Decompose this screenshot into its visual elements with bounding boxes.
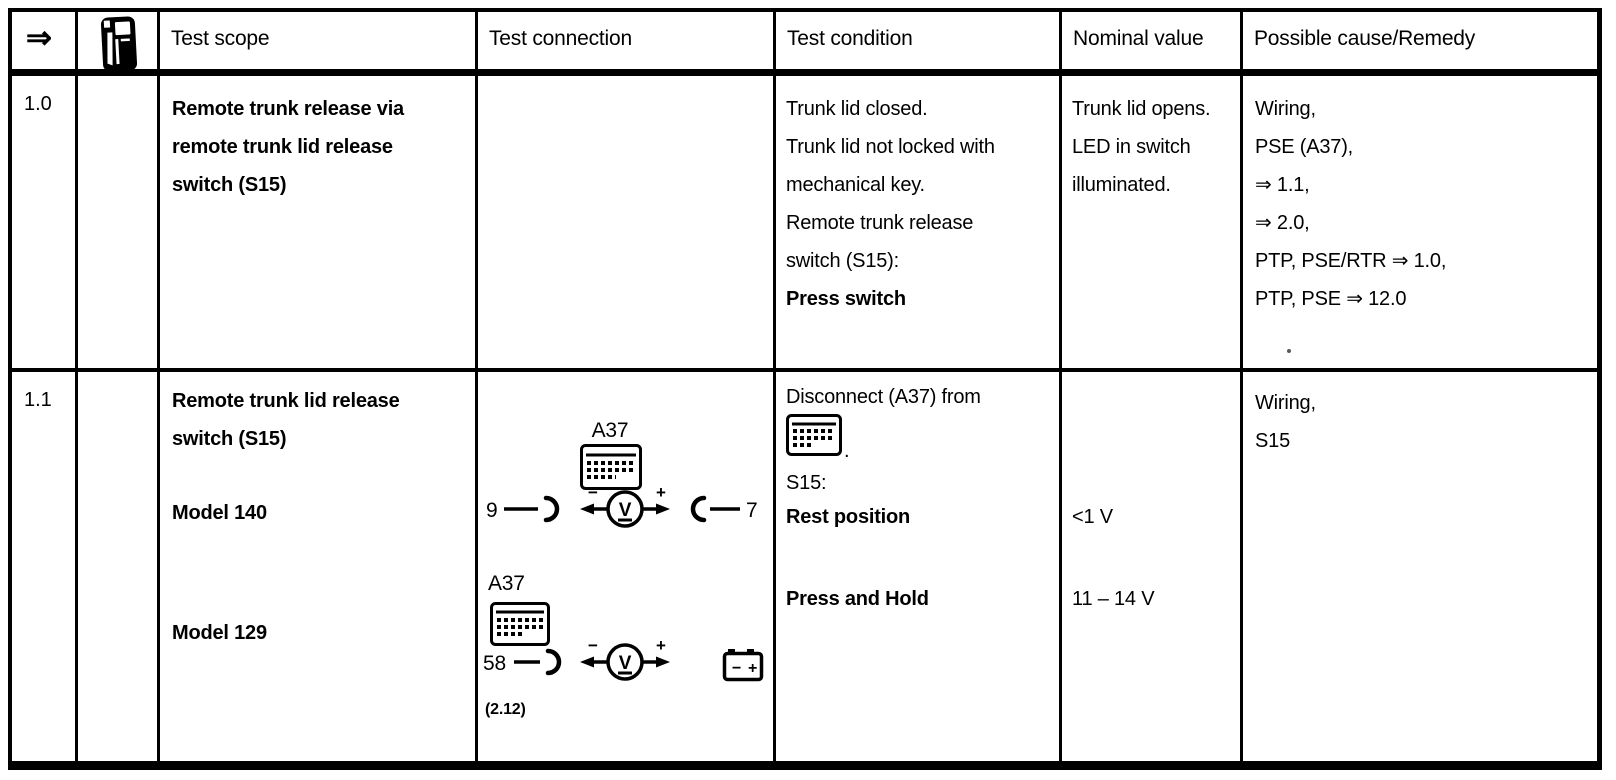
meter-plus-sign: + (656, 636, 666, 655)
socket-icon (543, 495, 560, 523)
voltmeter-icon: − V + (580, 483, 670, 528)
row-1-0-id-cell: 1.0 (12, 76, 78, 372)
meter-letter: V (619, 653, 632, 674)
row-1-1-test-condition: Disconnect (A37) from . S15: Rest positi… (776, 372, 1062, 761)
condition-line: switch (S15): (786, 250, 899, 272)
scope-line: Remote trunk release via (172, 98, 404, 120)
condition-line: Disconnect (A37) from (786, 386, 981, 408)
row-1-1-id-cell: 1.1 (12, 372, 78, 761)
remedy-line: Wiring, (1255, 392, 1316, 414)
row-1-1-nominal-value: <1 V 11 – 14 V (1062, 372, 1243, 761)
remedy-line: Wiring, (1255, 98, 1316, 120)
nominal-line: Trunk lid opens. (1072, 98, 1211, 120)
nominal-line: illuminated. (1072, 174, 1171, 196)
condition-line: S15: (786, 472, 827, 494)
scope-line: switch (S15) (172, 428, 287, 450)
row-1-0-test-scope: Remote trunk release via remote trunk li… (160, 76, 478, 372)
goto-arrow-icon: ⇒ (26, 20, 52, 55)
row-1-1-test-scope: Remote trunk lid release switch (S15) Mo… (160, 372, 478, 761)
condition-line: mechanical key. (786, 174, 925, 196)
pin-number-right: 7 (746, 499, 757, 522)
connector-label: A37 (592, 419, 629, 442)
model-129-label: Model 129 (172, 622, 267, 644)
header-test-condition: Test condition (776, 12, 1062, 76)
remedy-line: S15 (1255, 430, 1290, 452)
condition-action: Press switch (786, 288, 906, 310)
scan-artifact-dot (1287, 349, 1291, 353)
meter-minus-sign: − (588, 636, 598, 655)
header-test-connection: Test connection (478, 12, 776, 76)
header-possible-cause: Possible cause/Remedy (1243, 12, 1597, 76)
scope-line: remote trunk lid release (172, 136, 393, 158)
wiring-diagram-reference: (2.12) (485, 701, 526, 718)
battery-plus-sign: + (748, 660, 757, 677)
battery-minus-sign: − (732, 660, 741, 677)
header-goto-cell: ⇒ (12, 12, 78, 76)
nominal-line: LED in switch (1072, 136, 1191, 158)
connector-icon (580, 444, 642, 490)
remedy-line: PTP, PSE ⇒ 12.0 (1255, 288, 1407, 310)
column-title: Test connection (489, 27, 632, 50)
diagnostic-test-table: ⇒ Test scope Test connec (8, 8, 1602, 770)
pin-number-left: 58 (483, 652, 506, 675)
connector-icon (786, 414, 842, 461)
model-140-label: Model 140 (172, 502, 267, 524)
row-1-0-nominal-value: Trunk lid opens. LED in switch illuminat… (1062, 76, 1243, 372)
socket-icon (690, 495, 707, 523)
test-step-number: 1.0 (24, 93, 52, 115)
sentence-period: . (844, 440, 850, 462)
condition-action-rest: Rest position (786, 506, 911, 528)
battery-icon: − + (722, 649, 764, 682)
voltmeter-icon: − V + (580, 636, 670, 681)
header-tester-cell (78, 12, 160, 76)
condition-action-press: Press and Hold (786, 588, 929, 610)
nominal-value-press: 11 – 14 V (1072, 588, 1155, 610)
scope-line: switch (S15) (172, 174, 287, 196)
handheld-tester-icon (95, 15, 143, 78)
column-title: Test condition (787, 27, 913, 50)
meter-letter: V (619, 500, 632, 521)
pin-number-left: 9 (486, 499, 497, 522)
meter-plus-sign: + (656, 483, 666, 502)
scope-line: Remote trunk lid release (172, 390, 400, 412)
header-test-scope: Test scope (160, 12, 478, 76)
column-title: Test scope (171, 27, 270, 50)
condition-line: Trunk lid not locked with (786, 136, 995, 158)
row-1-1-test-connection: A37 9 − (478, 372, 776, 761)
header-nominal-value: Nominal value (1062, 12, 1243, 76)
remedy-line: ⇒ 1.1, (1255, 174, 1310, 196)
meter-minus-sign: − (588, 483, 598, 502)
row-1-1-possible-cause: Wiring, S15 (1243, 372, 1597, 761)
connector-icon (490, 602, 550, 646)
test-step-number: 1.1 (24, 389, 52, 411)
socket-icon (545, 648, 562, 676)
column-title: Possible cause/Remedy (1254, 27, 1476, 50)
row-1-1-tester-cell (78, 372, 160, 761)
nominal-value-rest: <1 V (1072, 506, 1113, 528)
row-1-0-tester-cell (78, 76, 160, 372)
connection-diagram-model140: A37 9 − (480, 416, 774, 547)
condition-line: Trunk lid closed. (786, 98, 928, 120)
column-title: Nominal value (1073, 27, 1204, 50)
row-1-0-possible-cause: Wiring, PSE (A37), ⇒ 1.1, ⇒ 2.0, PTP, PS… (1243, 76, 1597, 372)
remedy-line: PSE (A37), (1255, 136, 1354, 158)
remedy-line: ⇒ 2.0, (1255, 212, 1310, 234)
row-1-0-test-condition: Trunk lid closed. Trunk lid not locked w… (776, 76, 1062, 372)
condition-line: Remote trunk release (786, 212, 974, 234)
connector-label: A37 (488, 572, 525, 595)
row-1-0-test-connection (478, 76, 776, 372)
connection-diagram-model129: A37 58 − (480, 568, 774, 737)
remedy-line: PTP, PSE/RTR ⇒ 1.0, (1255, 250, 1447, 272)
